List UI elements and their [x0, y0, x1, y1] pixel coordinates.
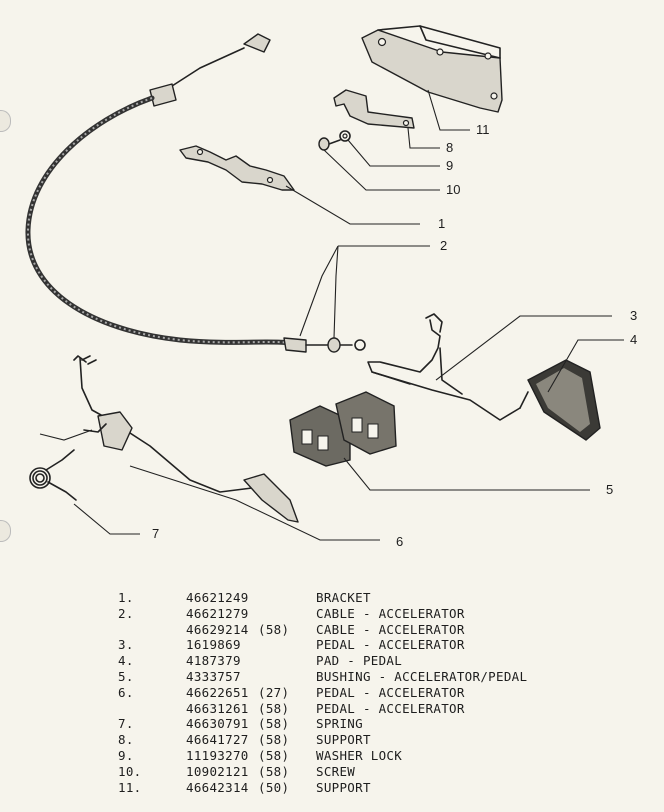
model-code: (58) [258, 621, 290, 637]
item-number: 6. [118, 684, 134, 700]
part-10-screw [318, 137, 341, 151]
part-number: 1619869 [186, 637, 241, 653]
item-number: 3. [118, 637, 134, 653]
part-9-washer-lock [339, 130, 351, 142]
item-number: 10. [118, 763, 142, 779]
part-number: 11193270 [186, 747, 249, 763]
callout-9: 9 [446, 158, 453, 173]
part-number: 46622651 [186, 684, 249, 700]
model-code [258, 606, 316, 622]
callout-labels: 1 2 3 4 5 6 7 8 9 10 11 [152, 122, 637, 549]
part-11-support [361, 25, 503, 113]
callout-7: 7 [152, 526, 159, 541]
parts-row: 46631261 (58) PEDAL - ACCELERATOR [118, 701, 618, 717]
part-description: BUSHING - ACCELERATOR/PEDAL [316, 668, 528, 684]
part-description: PEDAL - ACCELERATOR [316, 700, 465, 716]
parts-row: 7. 46630791 (58) SPRING [118, 716, 618, 732]
part-number: 46621279 [186, 605, 249, 621]
model-code: (58) [258, 700, 290, 716]
item-number: 1. [118, 590, 134, 605]
model-code [258, 669, 316, 685]
part-description: SCREW [316, 763, 356, 779]
part-description: WASHER LOCK [316, 747, 403, 763]
model-code [258, 653, 316, 669]
callout-10: 10 [446, 182, 460, 197]
parts-row: 6. 46622651 (27) PEDAL - ACCELERATOR [118, 685, 618, 701]
part-7-spring [29, 449, 77, 501]
parts-row: 9. 11193270 (58) WASHER LOCK [118, 748, 618, 764]
item-number: 5. [118, 668, 134, 684]
item-number: 2. [118, 605, 134, 621]
parts-row: 3. 1619869 PEDAL - ACCELERATOR [118, 637, 618, 653]
part-description: CABLE - ACCELERATOR [316, 605, 465, 621]
exploded-parts-diagram: 1 2 3 4 5 6 7 8 9 10 11 [25, 25, 637, 549]
part-description: SUPPORT [316, 779, 371, 795]
callout-5: 5 [606, 482, 613, 497]
parts-row: 46629214 (58) CABLE - ACCELERATOR [118, 622, 618, 638]
part-number: 10902121 [186, 763, 249, 779]
item-number [118, 701, 186, 717]
part-5-bushing [289, 391, 397, 467]
item-number [118, 622, 186, 638]
part-6-pedal [73, 355, 299, 523]
model-code [258, 637, 316, 653]
part-3-pedal [367, 313, 521, 421]
callout-2: 2 [440, 238, 447, 253]
part-number: 46629214 [186, 621, 249, 637]
part-1-bracket [179, 145, 295, 191]
parts-row: 8. 46641727 (58) SUPPORT [118, 732, 618, 748]
item-number: 9. [118, 747, 134, 763]
part-description: PAD - PEDAL [316, 653, 403, 669]
parts-row: 11. 46642314 (50) SUPPORT [118, 780, 618, 796]
item-number: 7. [118, 716, 134, 732]
item-number: 4. [118, 653, 134, 669]
parts-row: 1. 46621249 BRACKET [118, 590, 618, 606]
callout-8: 8 [446, 140, 453, 155]
part-4-pad [519, 359, 601, 441]
parts-row: 2. 46621279 CABLE - ACCELERATOR [118, 606, 618, 622]
model-code: (58) [258, 747, 290, 763]
callout-6: 6 [396, 534, 403, 549]
parts-row: 4. 4187379 PAD - PEDAL [118, 653, 618, 669]
callout-1: 1 [438, 216, 445, 231]
part-8-support [333, 89, 415, 129]
item-number: 8. [118, 732, 134, 748]
part-description: SUPPORT [316, 732, 371, 748]
part-2-cable [25, 33, 366, 353]
part-description: PEDAL - ACCELERATOR [316, 637, 465, 653]
item-number: 11. [118, 779, 142, 795]
part-number: 46631261 [186, 700, 249, 716]
part-description: SPRING [316, 716, 363, 732]
part-number: 4187379 [186, 653, 241, 669]
callout-3: 3 [630, 308, 637, 323]
model-code: (50) [258, 779, 290, 795]
part-number: 46641727 [186, 732, 249, 748]
model-code: (58) [258, 732, 290, 748]
part-number: 4333757 [186, 668, 241, 684]
part-number: 46630791 [186, 716, 249, 732]
part-number: 46621249 [186, 590, 249, 605]
callout-4: 4 [630, 332, 637, 347]
part-number: 46642314 [186, 779, 249, 795]
parts-row: 10. 10902121 (58) SCREW [118, 764, 618, 780]
parts-row: 5. 4333757 BUSHING - ACCELERATOR/PEDAL [118, 669, 618, 685]
model-code: (58) [258, 763, 290, 779]
model-code [258, 590, 316, 606]
part-description: BRACKET [316, 590, 371, 605]
leader-lines [39, 89, 624, 541]
model-code: (58) [258, 716, 290, 732]
part-description: CABLE - ACCELERATOR [316, 621, 465, 637]
callout-11: 11 [476, 122, 490, 137]
model-code: (27) [258, 684, 290, 700]
part-description: PEDAL - ACCELERATOR [316, 684, 465, 700]
